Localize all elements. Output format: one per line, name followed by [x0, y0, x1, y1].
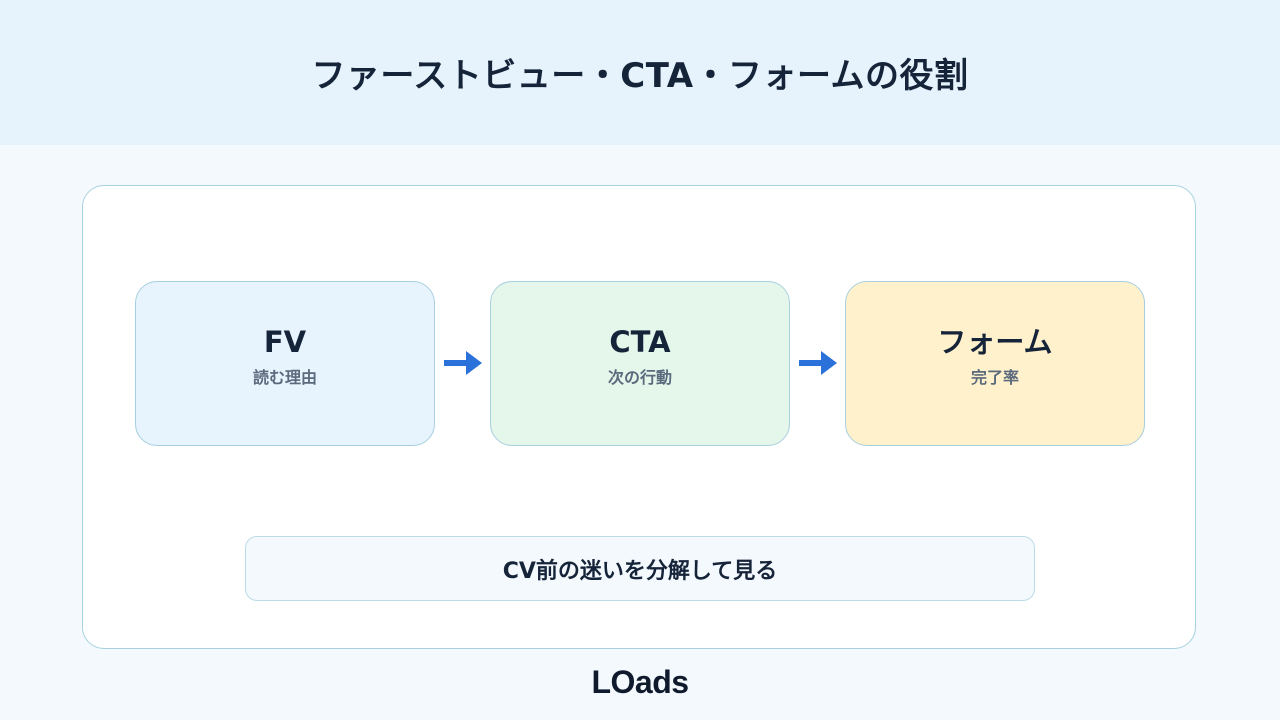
- step-fv-subtitle: 読む理由: [252, 368, 317, 388]
- page-title: ファーストビュー・CTA・フォームの役割: [311, 56, 969, 96]
- brand-logo: LOads: [591, 664, 689, 700]
- header-banner: ファーストビュー・CTA・フォームの役割: [0, 0, 1280, 145]
- arrow-right-icon: [799, 351, 837, 375]
- step-fv-box: FV 読む理由: [135, 281, 435, 446]
- step-cta-box: CTA 次の行動: [490, 281, 790, 446]
- summary-box: CV前の迷いを分解して見る: [245, 536, 1035, 601]
- step-cta-subtitle: 次の行動: [607, 368, 672, 388]
- arrow-right-icon: [444, 351, 482, 375]
- step-form-subtitle: 完了率: [970, 368, 1019, 388]
- step-cta-title: CTA: [609, 324, 671, 359]
- diagram-panel: FV 読む理由 CTA 次の行動 フォーム 完了率 CV前の迷いを分解して見る: [82, 185, 1196, 649]
- step-form-title: フォーム: [937, 324, 1053, 359]
- summary-text: CV前の迷いを分解して見る: [502, 558, 778, 584]
- step-fv-title: FV: [263, 324, 307, 359]
- step-form-box: フォーム 完了率: [845, 281, 1145, 446]
